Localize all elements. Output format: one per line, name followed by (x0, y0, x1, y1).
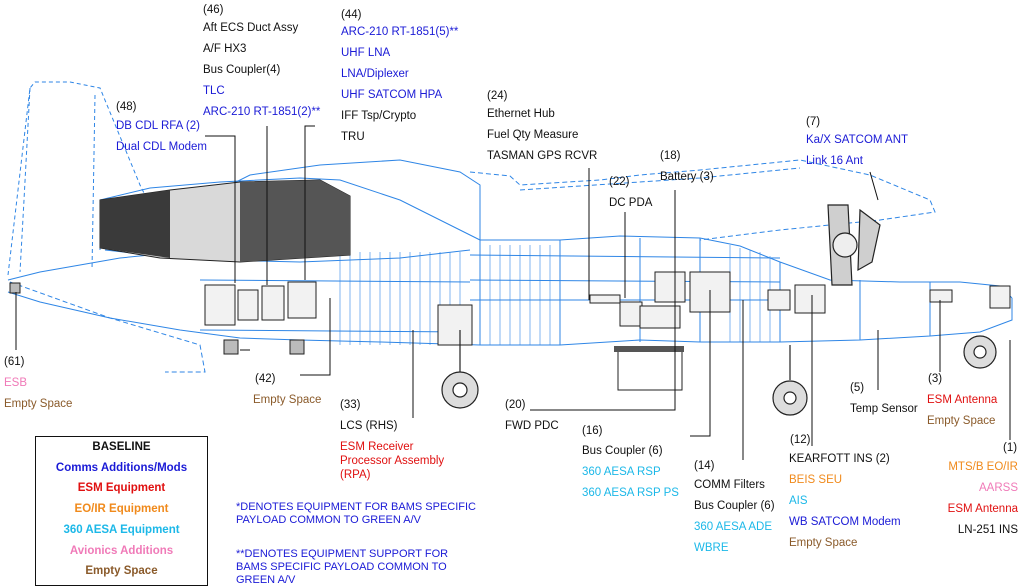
label-12-item: Empty Space (789, 537, 858, 549)
legend-item: Avionics Additions (69, 544, 174, 557)
label-46-count: (46) (203, 4, 224, 16)
label-61-count: (61) (4, 356, 25, 368)
legend-item: 360 AESA Equipment (63, 523, 180, 536)
legend-item: Empty Space (85, 565, 158, 578)
label-14-count: (14) (694, 460, 715, 472)
label-18-item: Battery (3) (660, 171, 714, 183)
label-33-item: Processor Assembly (340, 455, 445, 467)
label-12-item: WB SATCOM Modem (789, 516, 901, 528)
label-16-count: (16) (582, 425, 603, 437)
label-3-item: Empty Space (927, 415, 996, 427)
label-1-item: MTS/B EO/IR (948, 461, 1018, 473)
footnote-double-asterisk: **DENOTES EQUIPMENT SUPPORT FOR BAMS SPE… (236, 548, 449, 586)
label-61-item: ESB (4, 377, 28, 389)
leader-lines (15, 125, 1011, 460)
label-group-16: Bus Coupler (6) 360 AESA RSP 360 AESA RS… (582, 441, 679, 504)
label-14-item: WBRE (694, 542, 729, 554)
label-46-item: TLC (203, 85, 225, 97)
label-33-item: ESM Receiver (340, 441, 414, 453)
label-42-item: Empty Space (253, 394, 322, 406)
label-14-item: 360 AESA ADE (694, 521, 773, 533)
label-44-item: IFF Tsp/Crypto (341, 110, 417, 122)
label-16-item: Bus Coupler (6) (582, 445, 663, 457)
radar-pod (614, 346, 684, 352)
label-18-count: (18) (660, 150, 681, 162)
label-14-item: COMM Filters (694, 479, 765, 491)
label-14-item: Bus Coupler (6) (694, 500, 775, 512)
label-44-item: UHF SATCOM HPA (341, 89, 443, 101)
label-16-item: 360 AESA RSP PS (582, 487, 679, 499)
legend-item: ESM Equipment (77, 482, 166, 495)
label-24-count: (24) (487, 90, 508, 102)
label-44-count: (44) (341, 9, 362, 21)
footnote-single-asterisk: *DENOTES EQUIPMENT FOR BAMS SPECIFIC PAY… (236, 501, 476, 526)
label-33-item: LCS (RHS) (340, 420, 398, 432)
label-group-12: KEARFOTT INS (2) BEIS SEU AIS WB SATCOM … (789, 449, 901, 554)
label-46-item: A/F HX3 (203, 43, 247, 55)
label-1-item: ESM Antenna (947, 503, 1018, 515)
label-12-item: KEARFOTT INS (2) (789, 453, 890, 465)
label-group-48: DB CDL RFA (2) Dual CDL Modem (116, 116, 207, 158)
label-44-item: TRU (341, 131, 365, 143)
label-7-item: Link 16 Ant (806, 155, 863, 167)
engine (99, 179, 351, 263)
label-46-item: Bus Coupler(4) (203, 64, 281, 76)
label-group-24: Ethernet Hub Fuel Qty Measure TASMAN GPS… (487, 104, 597, 167)
label-20-count: (20) (505, 399, 526, 411)
label-61-item: Empty Space (4, 398, 73, 410)
label-group-1: MTS/B EO/IR AARSS ESM Antenna LN-251 INS (946, 457, 1018, 541)
label-group-7: Ka/X SATCOM ANT Link 16 Ant (806, 130, 908, 172)
label-22-item: DC PDA (609, 197, 653, 209)
legend: BASELINE Comms Additions/Mods ESM Equipm… (35, 436, 208, 586)
label-group-14: COMM Filters Bus Coupler (6) 360 AESA AD… (694, 475, 775, 559)
label-48-item: Dual CDL Modem (116, 141, 207, 153)
label-5-item: Temp Sensor (850, 403, 918, 415)
label-12-item: AIS (789, 495, 808, 507)
label-7-item: Ka/X SATCOM ANT (806, 134, 909, 146)
label-12-item: BEIS SEU (789, 474, 843, 486)
label-5-count: (5) (850, 382, 865, 394)
label-48-count: (48) (116, 101, 137, 113)
label-1-count: (1) (1003, 442, 1018, 454)
label-48-item: DB CDL RFA (2) (116, 120, 200, 132)
label-42-count: (42) (255, 373, 276, 385)
label-20-item: FWD PDC (505, 420, 559, 432)
legend-item: Comms Additions/Mods (55, 461, 188, 474)
label-group-44: ARC-210 RT-1851(5)** UHF LNA LNA/Diplexe… (341, 22, 458, 148)
label-33-count: (33) (340, 399, 361, 411)
label-3-count: (3) (928, 373, 943, 385)
label-24-item: TASMAN GPS RCVR (487, 150, 598, 162)
label-3-item: ESM Antenna (927, 394, 998, 406)
label-46-item: ARC-210 RT-1851(2)** (203, 106, 321, 118)
label-24-item: Fuel Qty Measure (487, 129, 579, 141)
label-33-item: (RPA) (340, 469, 371, 481)
satcom-antenna (827, 204, 881, 286)
legend-item: EO/IR Equipment (74, 503, 169, 516)
label-12-count: (12) (790, 434, 811, 446)
label-7-count: (7) (806, 116, 821, 128)
label-1-item: LN-251 INS (957, 524, 1018, 536)
label-group-46: Aft ECS Duct Assy A/F HX3 Bus Coupler(4)… (203, 18, 320, 123)
label-44-item: LNA/Diplexer (341, 68, 409, 80)
label-44-item: ARC-210 RT-1851(5)** (341, 26, 459, 38)
tail-pods (9, 282, 305, 355)
label-44-item: UHF LNA (341, 47, 391, 59)
label-46-item: Aft ECS Duct Assy (203, 22, 299, 34)
label-1-item: AARSS (979, 482, 1018, 494)
label-16-item: 360 AESA RSP (582, 466, 661, 478)
label-22-count: (22) (609, 176, 630, 188)
label-24-item: Ethernet Hub (487, 108, 555, 120)
legend-title: BASELINE (92, 441, 151, 453)
landing-gear (441, 330, 997, 416)
